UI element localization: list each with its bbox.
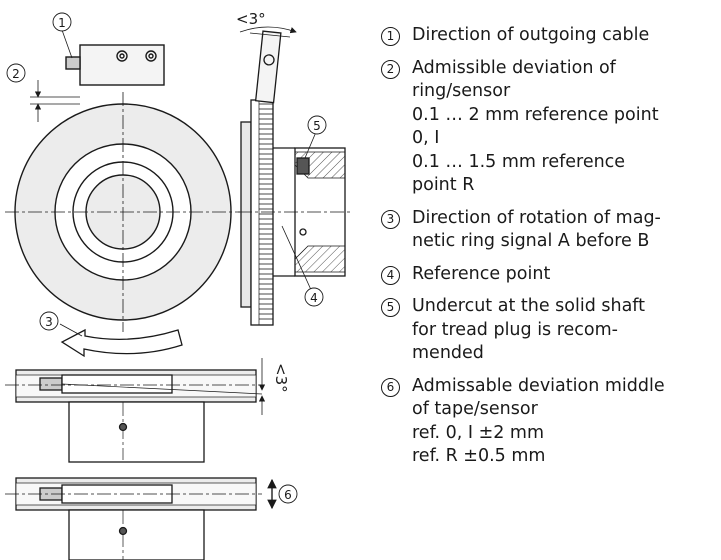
svg-text:2: 2 (12, 67, 20, 81)
svg-text:5: 5 (313, 119, 321, 133)
legend-text: ref. R ±0.5 mm (412, 446, 546, 466)
svg-text:6: 6 (284, 488, 292, 502)
mounting-view-bottom (5, 477, 277, 560)
mounting-view-top (5, 369, 263, 463)
legend-item: 6 Admissable deviation middle of tape/sens… (381, 375, 721, 469)
legend-item: 3 Direction of rotation of mag-netic ring… (381, 207, 721, 254)
callout-6: 6 (278, 484, 298, 504)
legend-item: 5 Undercut at the solid shaft for tread pl… (381, 295, 721, 366)
callout-4: 4 (304, 287, 324, 307)
svg-text:1: 1 (58, 16, 66, 30)
legend-text: 0.1 … 2 mm reference point (412, 104, 659, 125)
legend-text: netic ring signal A before B (412, 231, 650, 251)
legend-number: 1 (381, 27, 400, 46)
legend: 1 Direction of outgoing cable 2 Admissible … (381, 24, 721, 478)
technical-drawing: <3° <3° 1 2 3 4 5 6 (5, 10, 350, 560)
legend-text: 0, I (412, 128, 440, 148)
legend-text: of tape/sensor (412, 399, 538, 419)
legend-text: Direction of outgoing cable (412, 25, 650, 45)
callout-2: 2 (6, 63, 26, 83)
legend-number: 5 (381, 298, 400, 317)
sensor-front-view (30, 44, 165, 122)
legend-number: 2 (381, 59, 400, 79)
legend-text: ref. 0, I ±2 mm (412, 422, 545, 443)
legend-text: point R (412, 175, 475, 195)
legend-number: 4 (381, 265, 400, 285)
legend-text: for tread plug is recom- (412, 319, 619, 340)
legend-text: Admissable deviation middle (412, 375, 665, 396)
ring-front-view (5, 92, 240, 332)
svg-text:3: 3 (45, 315, 53, 329)
ring-side-view (238, 30, 350, 326)
ring-teeth (259, 103, 273, 320)
callout-3: 3 (39, 311, 59, 331)
callout-1: 1 (52, 12, 72, 32)
legend-item: 4 Reference point (381, 263, 721, 287)
callout-5: 5 (307, 115, 327, 135)
legend-text: Reference point (412, 263, 551, 284)
legend-number: 3 (381, 209, 400, 229)
rotation-arrow (60, 328, 183, 358)
legend-text: Admissible deviation of (412, 57, 616, 78)
angle-label-side: <3° (272, 363, 290, 393)
legend-item: 1 Direction of outgoing cable (381, 24, 721, 48)
svg-text:4: 4 (310, 291, 318, 305)
legend-text: mended (412, 343, 484, 363)
legend-text: Direction of rotation of mag- (412, 207, 661, 228)
angle-label-top: <3° (236, 10, 266, 28)
legend-text: ring/sensor (412, 81, 511, 101)
legend-text: 0.1 … 1.5 mm reference (412, 151, 626, 172)
legend-item: 2 Admissible deviation of ring/sensor 0.1 …… (381, 57, 721, 198)
legend-number: 6 (381, 377, 400, 397)
legend-text: Undercut at the solid shaft (412, 296, 646, 316)
